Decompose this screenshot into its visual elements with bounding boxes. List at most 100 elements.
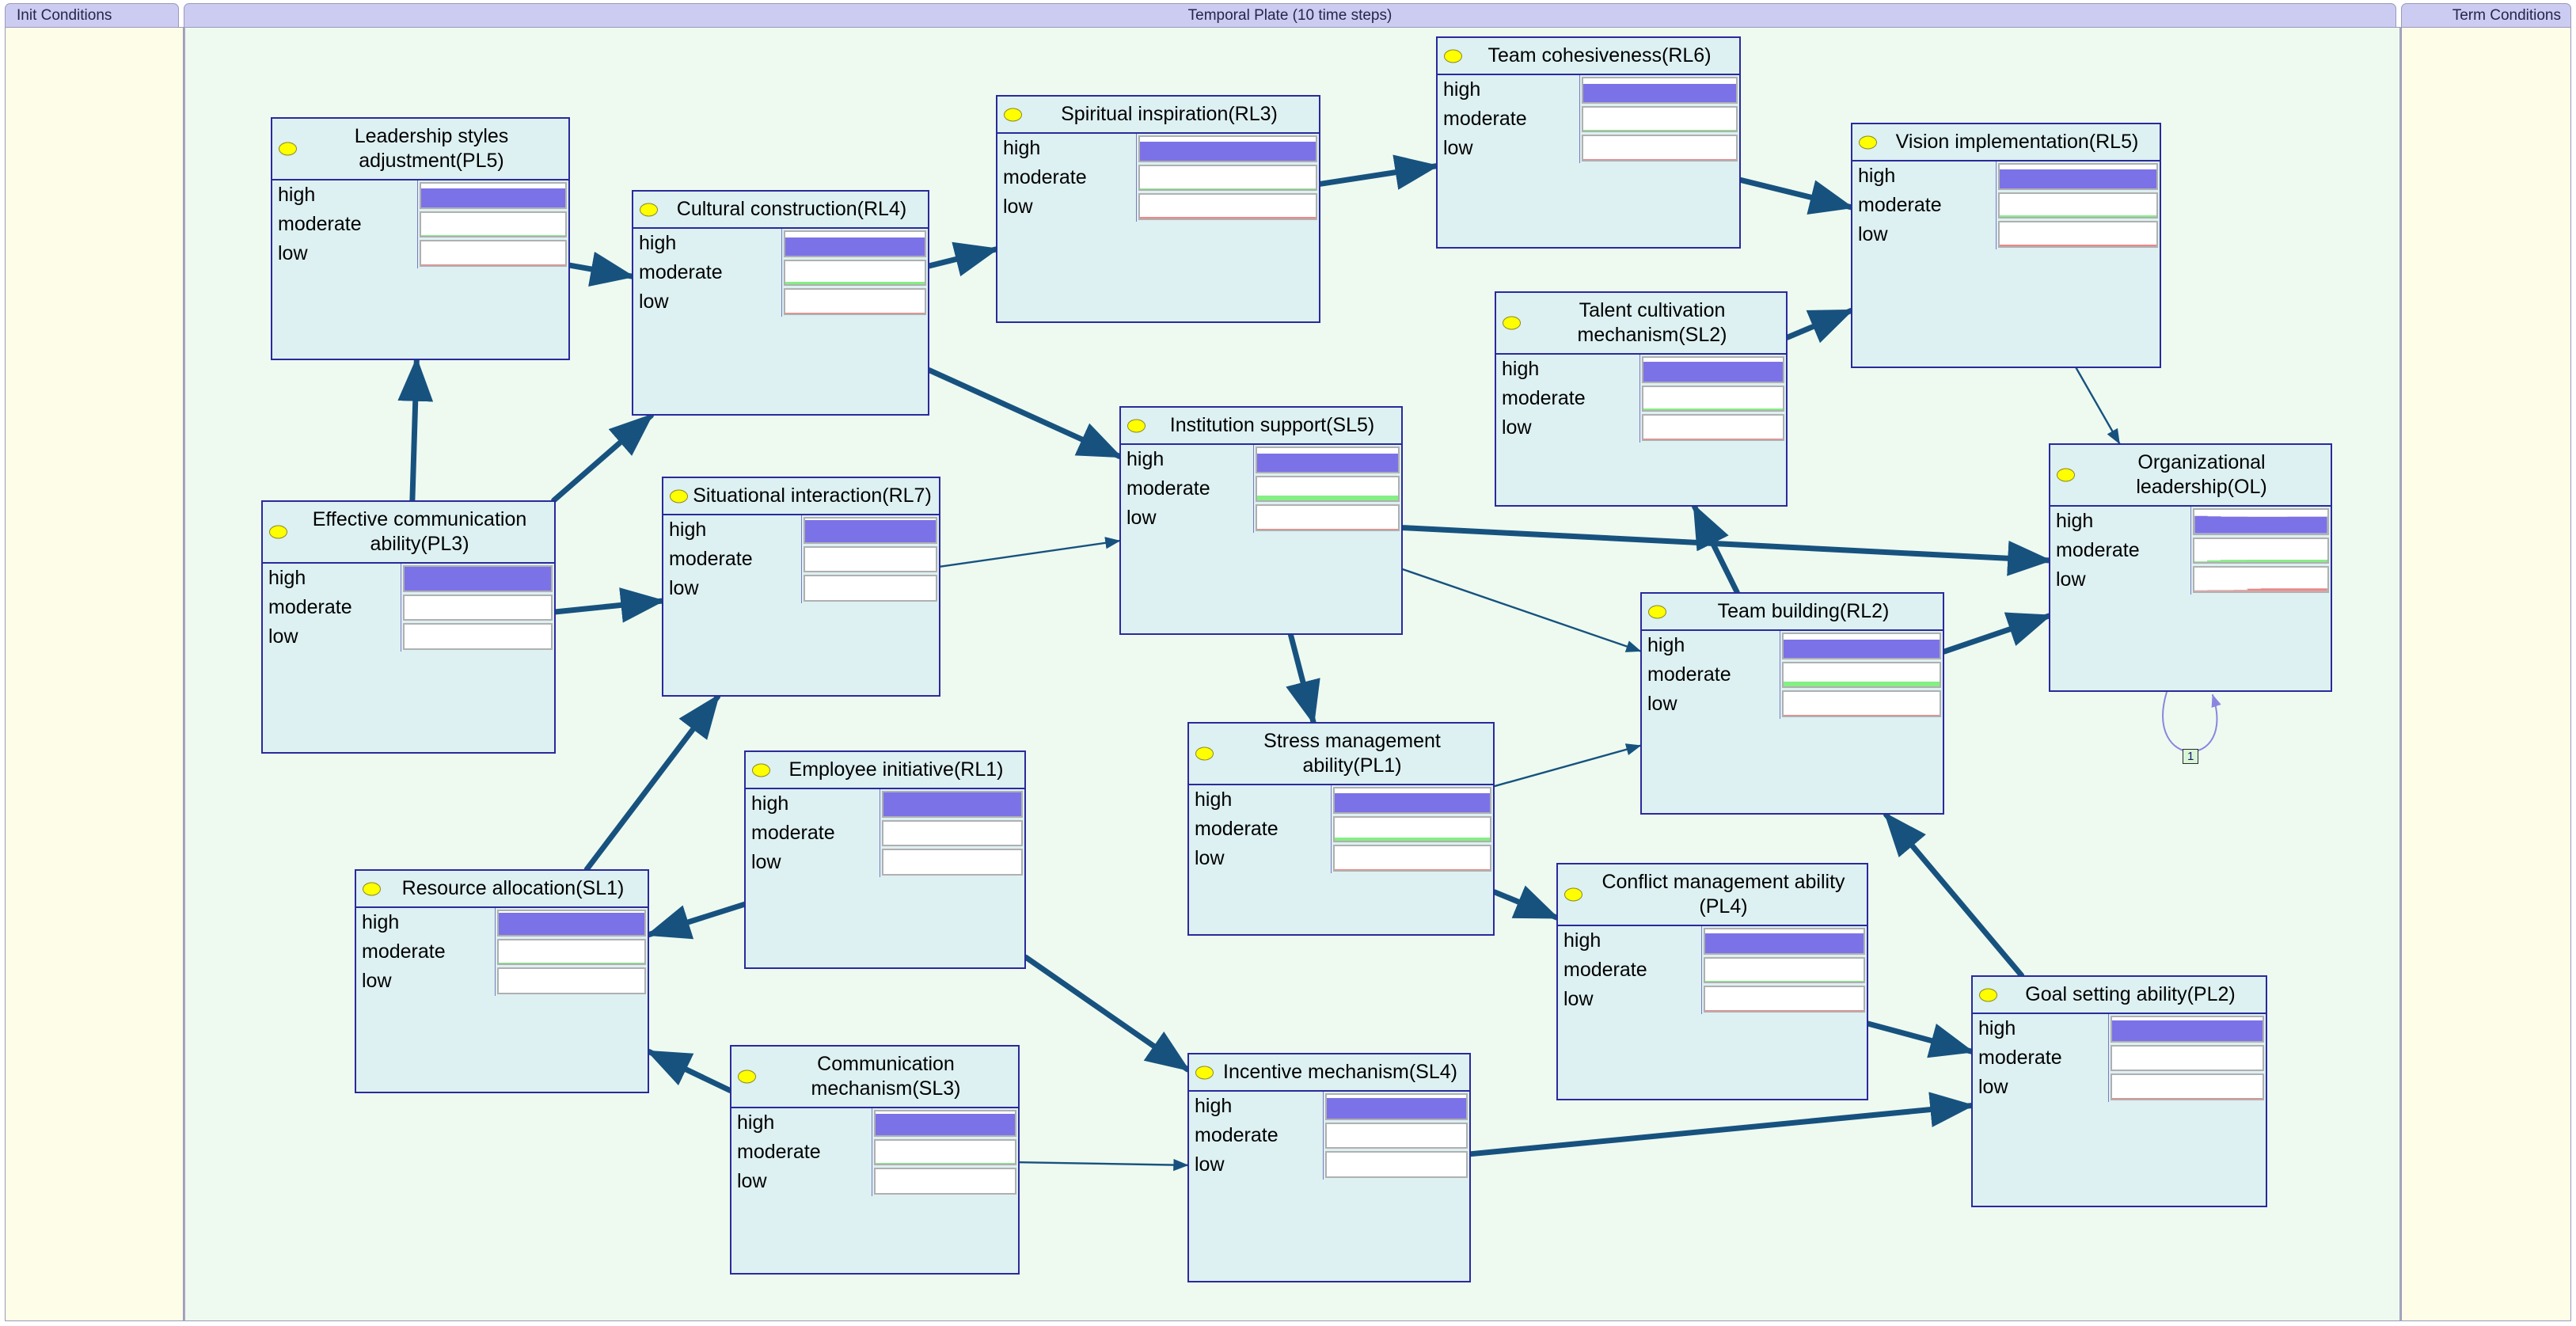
state-label-high: high xyxy=(1647,634,1685,656)
bar-fill-high xyxy=(1335,792,1490,812)
yellow-ellipse-icon xyxy=(363,882,381,895)
bar-fill-high xyxy=(1643,362,1783,382)
state-bar-high xyxy=(1998,163,2158,190)
state-bar-moderate xyxy=(784,259,926,287)
state-label-high: high xyxy=(1978,1017,2016,1039)
bar-fill-moderate xyxy=(1784,682,1940,687)
state-bar-column xyxy=(802,515,939,603)
state-bar-high xyxy=(420,182,567,209)
node-title-pl3: Effective communication ability(PL3) xyxy=(263,502,554,562)
state-label-moderate: moderate xyxy=(1195,1124,1279,1146)
node-title-text: Situational interaction(RL7) xyxy=(693,484,932,507)
state-bar-column xyxy=(1324,1092,1469,1180)
tab-term-conditions[interactable]: Term Conditions xyxy=(2401,3,2571,27)
state-label-moderate: moderate xyxy=(1003,166,1087,188)
state-bar-low xyxy=(804,575,937,602)
self-loop-order-badge[interactable]: 1 xyxy=(2183,749,2199,764)
state-bar-high xyxy=(1642,356,1784,383)
node-title-pl1: Stress management ability(PL1) xyxy=(1189,724,1493,784)
state-bar-column xyxy=(2191,507,2331,595)
state-bar-low xyxy=(1782,690,1941,718)
state-bar-high xyxy=(1333,787,1491,814)
state-bar-low xyxy=(1138,193,1317,221)
node-pl3[interactable]: Effective communication ability(PL3)high… xyxy=(261,500,556,754)
state-label-low: low xyxy=(278,242,308,264)
timeseries-area-moderate xyxy=(2194,539,2327,563)
state-label-high: high xyxy=(751,792,789,815)
state-bar-moderate xyxy=(1582,105,1738,133)
state-bar-column xyxy=(1332,785,1493,873)
yellow-ellipse-icon xyxy=(738,1070,756,1084)
yellow-ellipse-icon xyxy=(640,203,658,216)
yellow-ellipse-icon xyxy=(1195,747,1214,761)
bar-fill-moderate xyxy=(805,570,936,572)
bar-fill-moderate xyxy=(1335,837,1490,842)
node-title-text: Employee initiative(RL1) xyxy=(788,758,1004,781)
state-bar-high xyxy=(1325,1093,1468,1120)
state-bar-low xyxy=(1325,1151,1468,1179)
panel-term-conditions[interactable] xyxy=(2401,27,2571,1321)
tab-init-conditions[interactable]: Init Conditions xyxy=(5,3,179,27)
node-title-rl3: Spiritual inspiration(RL3) xyxy=(997,97,1319,132)
state-bar-column xyxy=(872,1108,1018,1196)
state-label-moderate: moderate xyxy=(1563,959,1647,981)
state-bar-moderate xyxy=(497,938,646,966)
bar-fill-moderate xyxy=(1583,129,1736,131)
yellow-ellipse-icon xyxy=(670,489,688,503)
bar-fill-high xyxy=(1784,639,1940,658)
state-bar-column xyxy=(418,180,568,268)
state-bar-column xyxy=(1137,134,1319,222)
bar-fill-moderate xyxy=(1140,188,1316,190)
panel-init-conditions[interactable] xyxy=(5,27,184,1321)
tab-temporal-plate[interactable]: Temporal Plate (10 time steps) xyxy=(184,3,2396,27)
node-title-text: Team building(RL2) xyxy=(1717,600,1890,622)
state-label-low: low xyxy=(362,970,392,992)
state-label-low: low xyxy=(1647,693,1677,715)
state-bar-high xyxy=(2111,1016,2264,1043)
state-label-low: low xyxy=(2056,568,2086,591)
yellow-ellipse-icon xyxy=(1195,1066,1214,1079)
state-bar-column xyxy=(782,229,928,317)
state-label-low: low xyxy=(639,291,669,313)
state-label-high: high xyxy=(1858,165,1896,187)
state-bar-low xyxy=(1998,221,2158,249)
state-bar-column xyxy=(1997,161,2160,249)
bar-fill-high xyxy=(421,188,565,207)
bar-fill-high xyxy=(1140,141,1316,161)
state-bar-moderate xyxy=(882,819,1023,847)
state-bar-low xyxy=(2111,1073,2264,1101)
node-title-text: Institution support(SL5) xyxy=(1169,414,1375,436)
state-bar-moderate xyxy=(1642,385,1784,412)
state-label-high: high xyxy=(737,1111,775,1134)
state-bar-column xyxy=(496,908,648,996)
